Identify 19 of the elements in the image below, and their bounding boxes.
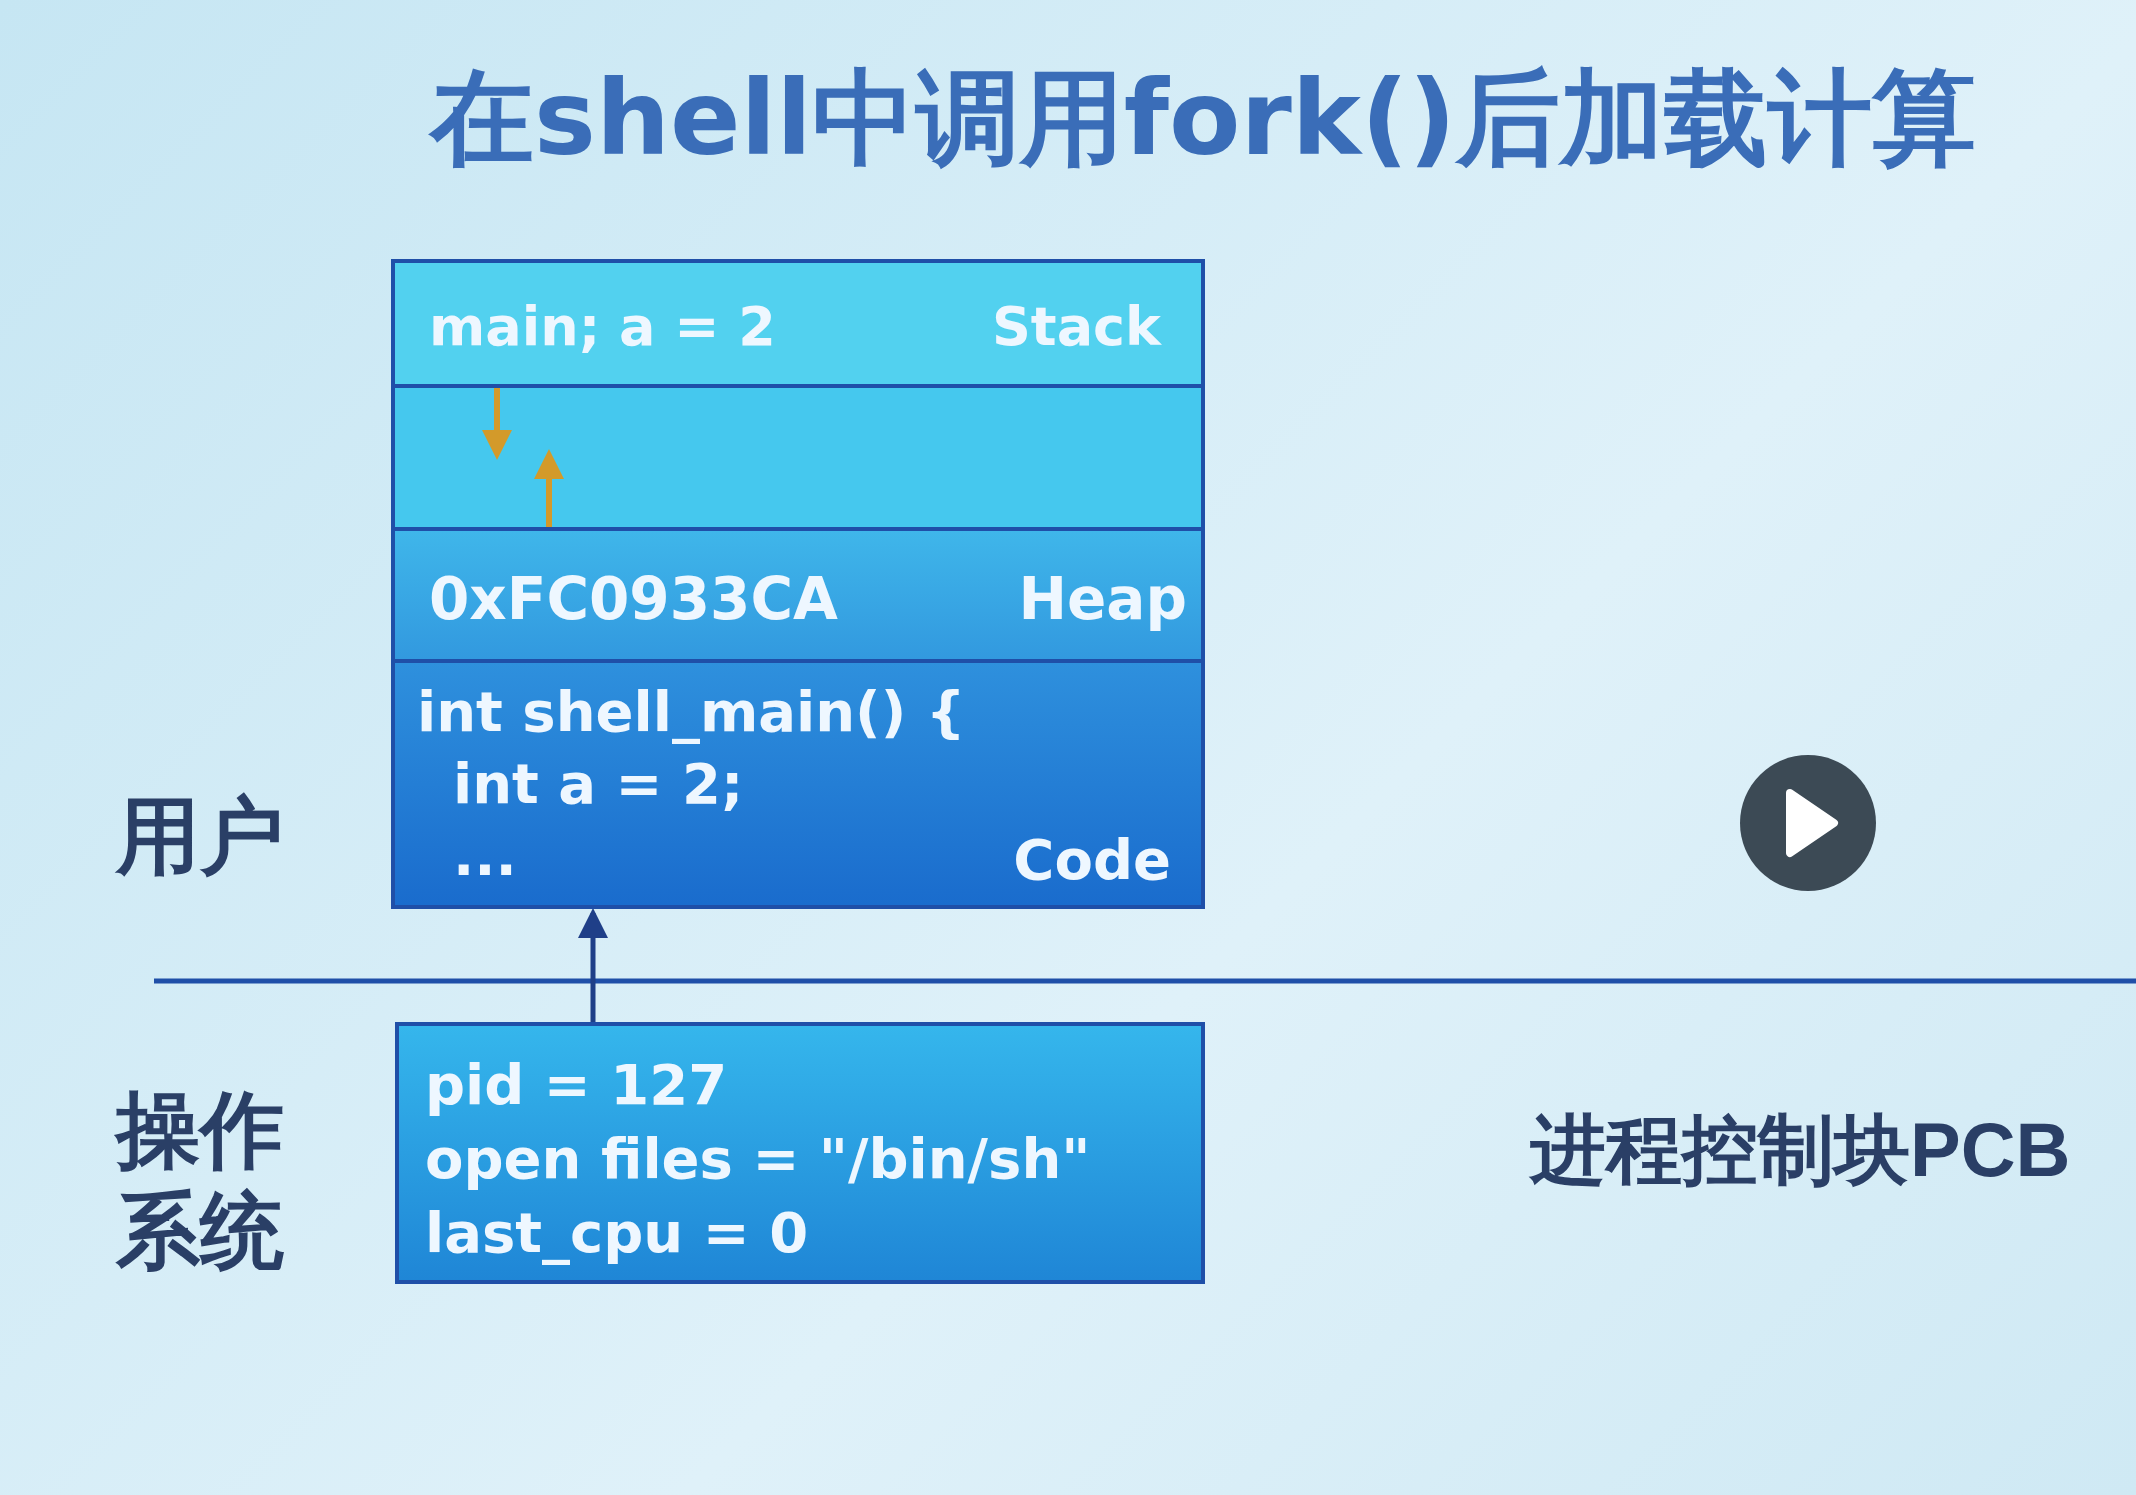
side-label: 用户 [116, 788, 284, 885]
direction-arrow [534, 449, 564, 527]
side-label: 进程控制块PCB [1530, 1106, 2071, 1194]
segment-text: main; a = 2 [429, 295, 776, 358]
segment-text: pid = 127 [425, 1052, 728, 1117]
pcb-box [395, 1022, 1205, 1284]
segment-text: int shell_main() { [417, 679, 966, 744]
title: 在shell中调用fork()后加载计算 [430, 56, 1976, 181]
segment-text: Code [1013, 827, 1171, 892]
segment-text: ... [453, 823, 517, 888]
segment-text: open files = "/bin/sh" [425, 1126, 1091, 1191]
segment-text: 0xFC0933CA [429, 565, 838, 633]
segment-text: last_cpu = 0 [425, 1200, 809, 1265]
segment-text: Heap [1018, 565, 1187, 633]
direction-arrow [482, 388, 512, 460]
segment-text: Stack [991, 295, 1161, 358]
side-label: 操作系统 [116, 1082, 285, 1280]
segment-text: int a = 2; [453, 751, 744, 816]
arrow [578, 908, 608, 1022]
